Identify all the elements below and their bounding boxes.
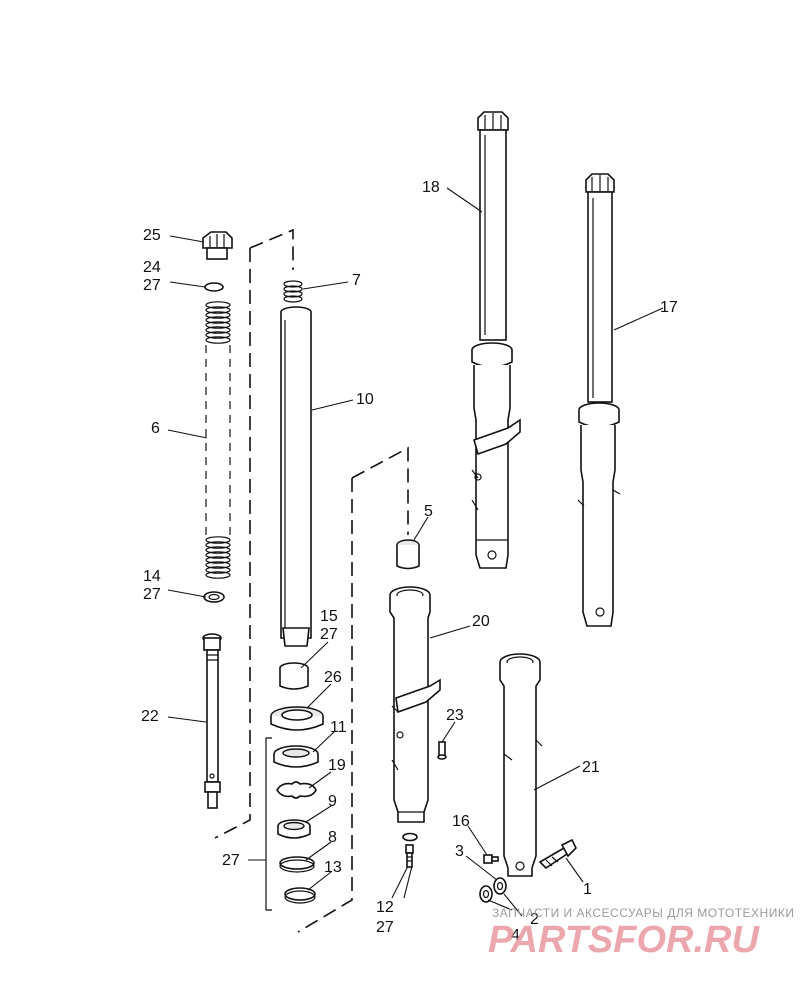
- part-5-oil-lock-piece: [396, 539, 420, 570]
- part-14-washer: [203, 591, 225, 603]
- callout-24: 24: [143, 259, 161, 276]
- part-15-bushing: [279, 662, 309, 690]
- part-7-rebound-spring: [283, 280, 303, 303]
- part-10-fork-tube: [280, 306, 312, 647]
- part-12-drain-screw: [402, 832, 418, 868]
- part-21-fork-slider-right: [499, 653, 543, 877]
- part-11-seal: [273, 745, 319, 768]
- part-8-bushing: [279, 856, 315, 873]
- spring-coil: [205, 321, 231, 329]
- callout-2: 2: [530, 911, 539, 928]
- spring-coil: [205, 566, 231, 574]
- spring-coil: [205, 546, 231, 554]
- callout-7: 7: [352, 272, 361, 289]
- callout-5: 5: [424, 503, 433, 520]
- callout-16: 16: [452, 813, 470, 830]
- callout-27: 27: [222, 852, 240, 869]
- spring-coil: [205, 561, 231, 569]
- callout-8: 8: [328, 829, 337, 846]
- callout-13: 13: [324, 859, 342, 876]
- part-22-damper-rod: [202, 633, 222, 809]
- spring-coil: [205, 571, 231, 579]
- part-9-washer: [277, 819, 311, 839]
- callout-10: 10: [356, 391, 374, 408]
- assembly-outline-left: [214, 228, 294, 839]
- spring-coil: [205, 331, 231, 339]
- callout-24-27: 27: [143, 277, 161, 294]
- spring-coil: [205, 541, 231, 549]
- callout-6: 6: [151, 420, 160, 437]
- callout-23: 23: [446, 707, 464, 724]
- part-1-bolt: [538, 838, 577, 870]
- callout-12-27: 27: [376, 919, 394, 936]
- callout-12: 12: [376, 899, 394, 916]
- watermark: ЗАПЧАСТИ И АКСЕССУАРЫ ДЛЯ МОТОТЕХНИКИ PA…: [488, 906, 794, 961]
- part-17-fork-assembly-right: [577, 173, 621, 627]
- spring-coil: [205, 301, 231, 309]
- spring-coil: [205, 311, 231, 319]
- callout-20: 20: [472, 613, 490, 630]
- callout-19: 19: [328, 757, 346, 774]
- part-6-fork-spring: [205, 301, 231, 579]
- part-18-fork-assembly-left: [471, 111, 521, 569]
- spring-coil: [205, 536, 231, 544]
- assembly-outline-right: [297, 446, 409, 933]
- callout-9: 9: [328, 793, 337, 810]
- callout-22: 22: [141, 708, 159, 725]
- leader-lines: [167, 187, 664, 917]
- callout-15-27: 27: [320, 626, 338, 643]
- callout-1: 1: [583, 881, 592, 898]
- spring-coil: [205, 306, 231, 314]
- part-23-bleed-screw: [437, 741, 447, 760]
- callout-18: 18: [422, 179, 440, 196]
- callout-26: 26: [324, 669, 342, 686]
- part-26-oil-seal: [270, 706, 324, 731]
- part-20-fork-slider-left: [389, 586, 441, 823]
- callout-3: 3: [455, 843, 464, 860]
- part-24-o-ring: [204, 282, 224, 292]
- callout-14: 14: [143, 568, 161, 585]
- callout-15: 15: [320, 608, 338, 625]
- callout-21: 21: [582, 759, 600, 776]
- callout-11: 11: [330, 719, 347, 736]
- bracket-27: [265, 737, 272, 911]
- spring-coil: [205, 336, 231, 344]
- callout-25: 25: [143, 227, 161, 244]
- part-4-nut: [479, 885, 493, 903]
- part-16-screw: [483, 854, 499, 864]
- watermark-logo: PARTSFOR.RU: [488, 919, 760, 961]
- spring-coil: [205, 551, 231, 559]
- part-13-ring: [284, 887, 316, 904]
- part-25-fork-cap: [202, 231, 233, 260]
- part-3-washer: [493, 877, 507, 895]
- spring-coil: [205, 326, 231, 334]
- callout-14-27: 27: [143, 586, 161, 603]
- callout-labels: 25 24 27 6 14 27 22 7 10 15 27 26 11 19 …: [141, 179, 678, 944]
- part-19-retaining-ring: [276, 781, 317, 799]
- callout-17: 17: [660, 299, 678, 316]
- spring-coil: [205, 316, 231, 324]
- spring-coil: [205, 556, 231, 564]
- watermark-tagline: ЗАПЧАСТИ И АКСЕССУАРЫ ДЛЯ МОТОТЕХНИКИ: [492, 906, 794, 920]
- callout-4: 4: [511, 927, 520, 944]
